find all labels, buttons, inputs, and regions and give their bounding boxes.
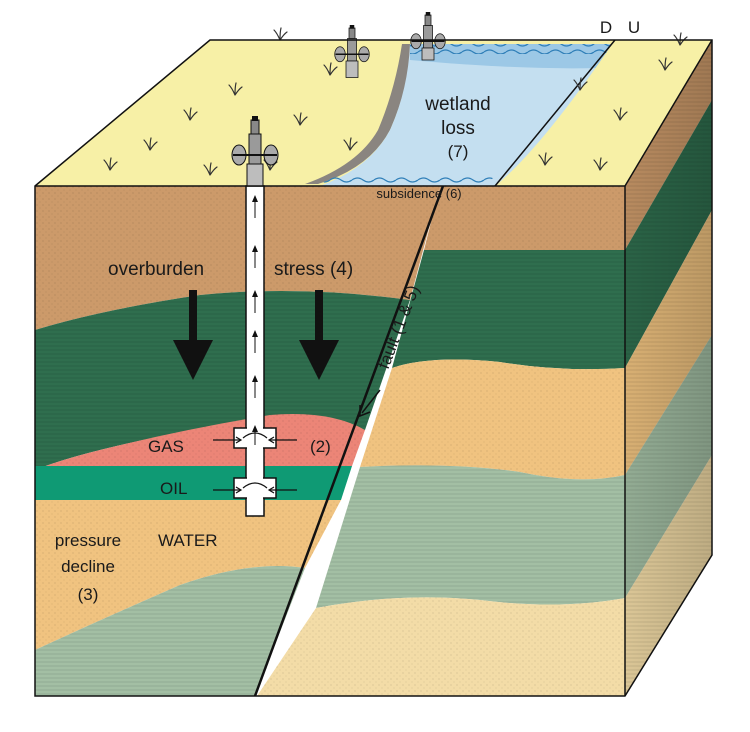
grass-tuft-icon (103, 157, 118, 171)
stress-arrow-icon (173, 290, 213, 380)
label-wetland: wetland (424, 94, 491, 115)
grass-tuft-icon (343, 137, 358, 151)
grass-tuft-icon (613, 107, 628, 121)
layer-oil (35, 466, 352, 500)
grass-tuft-icon (143, 137, 158, 151)
wellhead-icon (231, 116, 279, 187)
label-pressure-number: (3) (78, 585, 99, 604)
grass-tuft-icon (228, 82, 243, 96)
wellhead-icon (334, 25, 370, 78)
well-bore (213, 185, 297, 517)
label-stress: stress (4) (274, 259, 353, 280)
front-face-right-block (257, 186, 625, 696)
wellhead-icon (410, 12, 446, 61)
fault-line (253, 185, 445, 697)
label-loss: loss (441, 118, 475, 139)
block-outline (34, 39, 713, 697)
label-subsidence: subsidence (6) (376, 186, 461, 201)
stress-arrow-icon (299, 290, 339, 380)
grass-tuft-icon (203, 162, 218, 176)
wetland-water (320, 44, 615, 186)
label-pressure: pressure (55, 531, 121, 550)
label-gas-number: (2) (310, 437, 331, 456)
front-face-left-block (35, 186, 440, 696)
flow-arrow-icon (252, 195, 258, 445)
grass-tuft-icon (183, 107, 198, 121)
wetland-bank (305, 44, 412, 184)
grass-tuft-icon (573, 77, 588, 91)
label-gas: GAS (148, 437, 184, 456)
grass-tuft-icon (658, 57, 673, 71)
grass-tuft-icon (323, 62, 338, 76)
label-decline: decline (61, 557, 115, 576)
label-d: D (600, 18, 612, 37)
top-face (35, 39, 712, 187)
grass-tuft-icon (538, 152, 553, 166)
right-side-face (625, 40, 712, 696)
label-water: WATER (158, 531, 218, 550)
label-wetland-number: (7) (448, 142, 469, 161)
grass-tuft-icon (593, 157, 608, 171)
label-u: U (628, 18, 640, 37)
label-oil: OIL (160, 479, 187, 498)
label-overburden: overburden (108, 259, 204, 280)
grass-tuft-icon (273, 27, 288, 41)
grass-tuft-icon (293, 112, 308, 126)
